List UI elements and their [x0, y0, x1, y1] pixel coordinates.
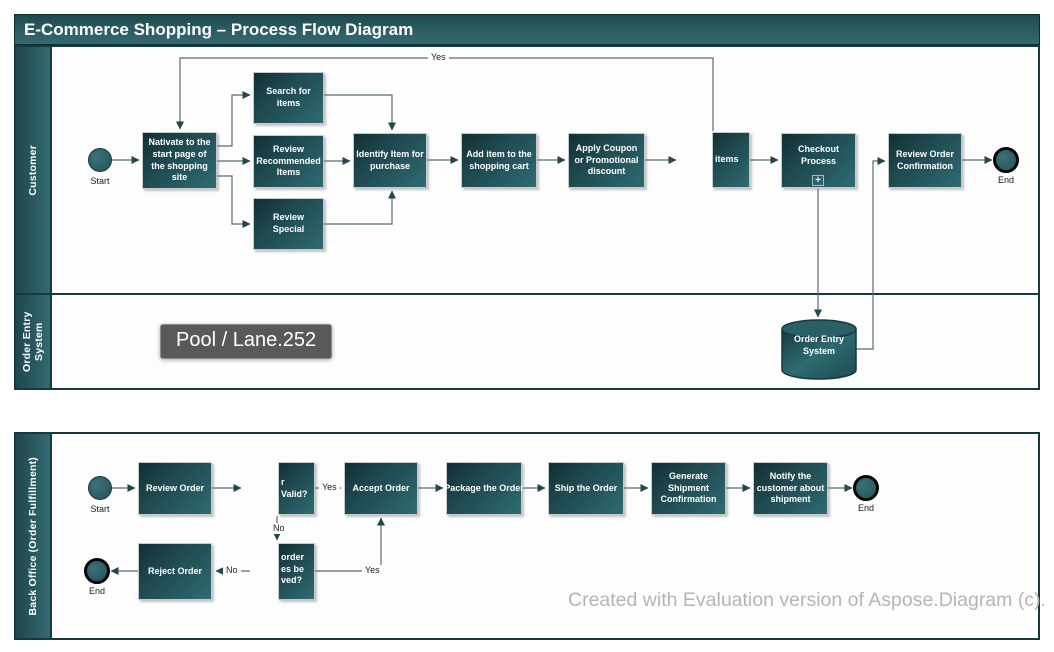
gateway-order-valid-clipped[interactable]: r Valid?	[278, 462, 315, 515]
edge-label-resolve-no: No	[223, 565, 241, 576]
resolve-line1: order	[281, 552, 305, 562]
task-notify-customer[interactable]: Notify the customer about shipment	[753, 462, 828, 515]
gateway-resolve-clipped[interactable]: order es be ved?	[278, 543, 315, 600]
datastore-cylinder[interactable]	[780, 318, 858, 382]
task-checkout-process[interactable]: Checkout Process	[781, 133, 856, 188]
end-event-reject[interactable]	[84, 558, 110, 584]
lane-divider	[16, 293, 1038, 295]
lane-label-back-office[interactable]: Back Office (Order Fulfillment)	[16, 434, 52, 638]
start2-label: Start	[90, 504, 110, 514]
resolve-line2: es be	[281, 563, 305, 574]
edge-label-resolve-yes: Yes	[362, 565, 383, 576]
task-review-recommended[interactable]: Review Recommended Items	[253, 135, 324, 188]
task-search-items[interactable]: Search for items	[253, 72, 324, 124]
evaluation-watermark: Created with Evaluation version of Aspos…	[568, 589, 1046, 611]
task-identify-item[interactable]: Identify Item for purchase	[353, 133, 427, 188]
subprocess-plus-icon[interactable]: +	[812, 175, 824, 186]
edge-label-valid-yes: Yes	[319, 482, 340, 493]
resolve-line3: ved?	[281, 575, 303, 586]
start-event-customer[interactable]	[88, 148, 112, 172]
edge-label-valid-no: No	[270, 523, 288, 534]
start-event-backoffice[interactable]	[88, 476, 112, 500]
end-label: End	[997, 175, 1014, 185]
task-package-order[interactable]: Package the Order	[444, 462, 524, 515]
page-title: E-Commerce Shopping – Process Flow Diagr…	[14, 14, 1040, 45]
task-items-clipped[interactable]: items	[712, 132, 750, 188]
start-label: Start	[90, 176, 110, 186]
task-ship-order[interactable]: Ship the Order	[548, 462, 624, 515]
task-review-special[interactable]: Review Special	[253, 198, 324, 250]
lane-label-order-entry[interactable]: Order Entry System	[16, 295, 52, 388]
task-accept-order[interactable]: Accept Order	[344, 462, 418, 515]
task-add-item[interactable]: Add item to the shopping cart	[461, 133, 537, 188]
pool-lane-tooltip: Pool / Lane.252	[160, 324, 333, 359]
task-navigate[interactable]: Nativate to the start page of the shoppi…	[142, 132, 217, 189]
task-reject-order[interactable]: Reject Order	[138, 543, 212, 600]
task-review-confirmation[interactable]: Review Order Confirmation	[888, 133, 962, 188]
datastore-label: Order Entry System	[793, 334, 844, 356]
end3-label: End	[88, 586, 105, 596]
task-review-order[interactable]: Review Order	[138, 462, 212, 515]
lane-label-customer[interactable]: Customer	[16, 47, 52, 293]
end-event-backoffice[interactable]	[853, 475, 879, 501]
task-apply-coupon[interactable]: Apply Coupon or Promotional discount	[568, 133, 645, 188]
end-event-customer[interactable]	[993, 147, 1019, 173]
task-generate-confirmation[interactable]: Generate Shipment Confirmation	[651, 462, 726, 515]
edge-label-loop-yes: Yes	[428, 52, 449, 63]
end2-label: End	[857, 503, 874, 513]
